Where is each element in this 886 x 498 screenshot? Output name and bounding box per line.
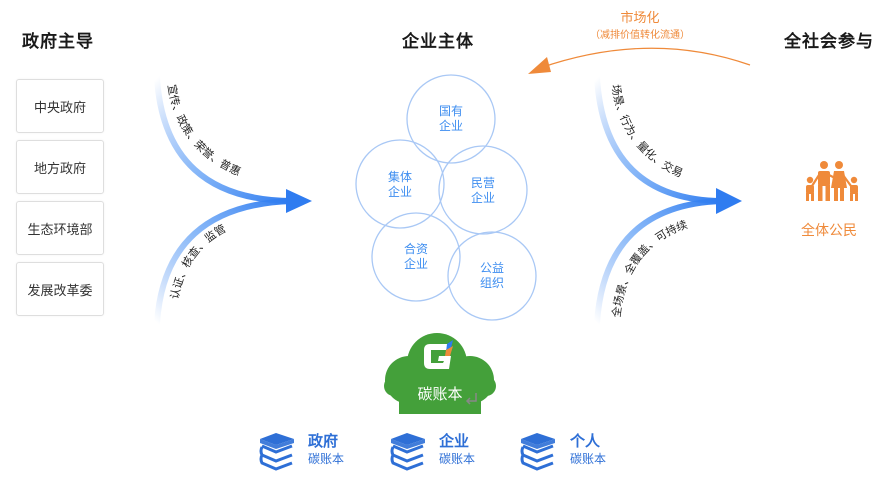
ledger-subtitle: 碳账本 — [570, 452, 607, 466]
enterprise-heading: 企业主体 — [402, 32, 474, 52]
gov-box-label: 中央政府 — [33, 100, 86, 116]
citizens-label: 全体公民 — [801, 223, 857, 239]
circle-label-line2: 企业 — [470, 191, 495, 205]
left-upper-label: 宣传、政策、荣誉、普惠 — [165, 83, 243, 178]
market-arrow — [528, 47, 751, 74]
right-lower-label: 全场景、全覆盖、可持续 — [609, 217, 689, 318]
left-lower-arrow — [154, 198, 295, 326]
circle-nonprofit — [447, 231, 537, 321]
family-icon — [806, 161, 858, 201]
circle-label-line1: 合资 — [403, 242, 428, 256]
market-title: 市场化 — [620, 11, 660, 26]
government-heading: 政府主导 — [22, 32, 94, 52]
enterprise-private: 民营 企业 — [453, 176, 513, 206]
gov-box-ecology: 生态环境部 — [16, 201, 104, 255]
gov-box-label: 生态环境部 — [27, 222, 93, 238]
left-arrow-bundle — [154, 75, 312, 326]
circle-label-line2: 企业 — [403, 257, 428, 271]
market-arrow-line — [539, 47, 751, 69]
ledger-title: 企业 — [439, 432, 470, 450]
ledger-title: 政府 — [308, 432, 339, 450]
circle-label-line2: 企业 — [387, 185, 412, 199]
carbon-ledger-label: 碳账本 — [417, 385, 463, 403]
circle-label-line1: 民营 — [470, 176, 495, 190]
gov-box-label: 发展改革委 — [27, 283, 93, 299]
circle-private — [438, 145, 528, 235]
gov-box-ndrc: 发展改革委 — [16, 262, 104, 316]
books-icon — [259, 433, 294, 471]
circle-label-line2: 企业 — [438, 119, 463, 133]
circle-collective — [355, 139, 445, 229]
ledger-subtitle: 碳账本 — [439, 452, 476, 466]
circle-label-line1: 国有 — [438, 104, 463, 118]
g-leaf-logo — [424, 340, 453, 369]
gov-box-central: 中央政府 — [16, 79, 104, 133]
society-heading: 全社会参与 — [784, 32, 874, 52]
ledger-subtitle: 碳账本 — [308, 452, 345, 466]
gov-box-local: 地方政府 — [16, 140, 104, 194]
circle-label-line2: 组织 — [479, 276, 504, 290]
return-icon — [465, 393, 477, 405]
enterprise-circles — [355, 74, 537, 321]
right-upper-label: 场景、行为、量化、交易 — [609, 83, 685, 180]
circle-state-owned — [406, 74, 496, 164]
market-subtitle: （减排价值转化流通） — [590, 30, 690, 41]
right-arrow-bundle — [594, 75, 742, 326]
ledger-title: 个人 — [570, 432, 601, 450]
ledger-individual: 个人 碳账本 — [570, 432, 606, 468]
enterprise-state-owned: 国有 企业 — [421, 104, 481, 134]
ledger-enterprise: 企业 碳账本 — [439, 432, 475, 468]
enterprise-joint-venture: 合资 企业 — [386, 242, 446, 272]
books-icon — [390, 433, 425, 471]
left-arrowhead — [286, 189, 312, 213]
enterprise-collective: 集体 企业 — [370, 170, 430, 200]
circle-label-line1: 集体 — [387, 170, 412, 184]
ledger-government: 政府 碳账本 — [308, 432, 344, 468]
right-arrowhead — [716, 188, 742, 214]
enterprise-nonprofit: 公益 组织 — [462, 261, 522, 291]
books-icon — [520, 433, 555, 471]
market-label: 市场化 （减排价值转化流通） — [580, 7, 700, 41]
market-arrowhead — [528, 57, 551, 74]
circle-label-line1: 公益 — [479, 261, 504, 275]
gov-box-label: 地方政府 — [33, 161, 86, 177]
circle-joint-venture — [371, 212, 461, 302]
